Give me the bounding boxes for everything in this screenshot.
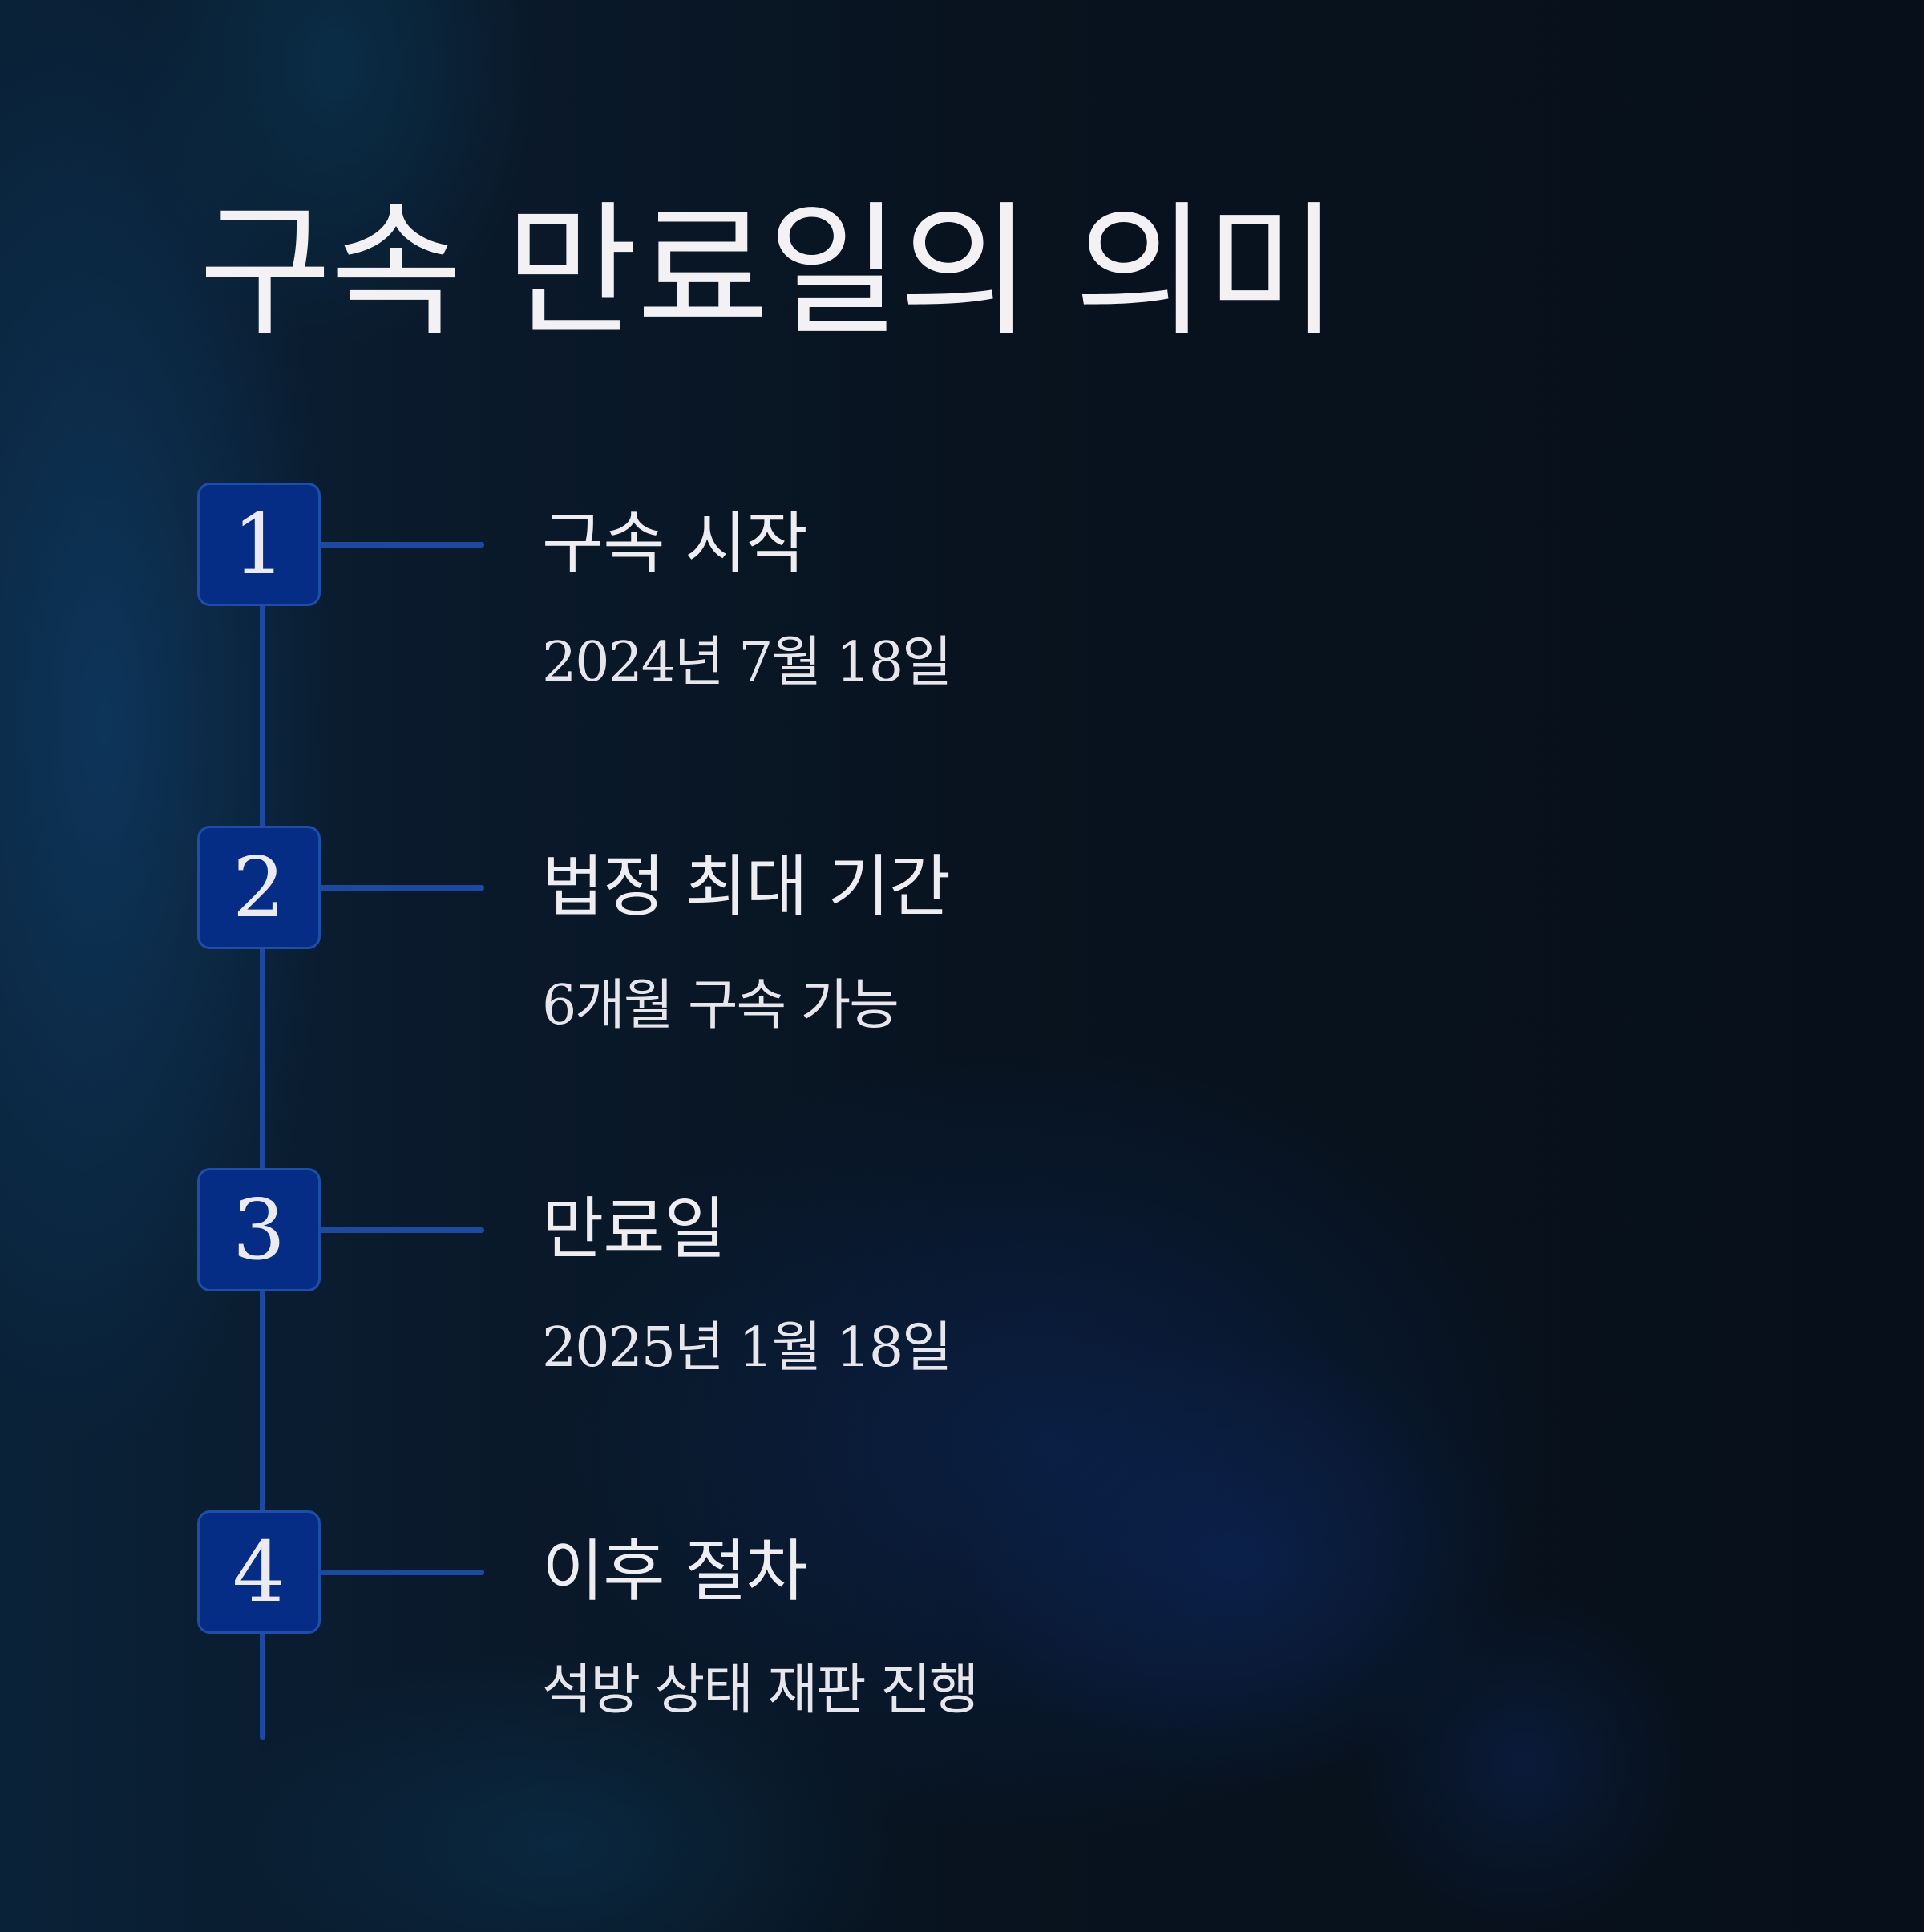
step-connector [319, 542, 484, 548]
step-heading: 법정 최대 기간 [542, 847, 951, 926]
step-number-badge: 3 [197, 1168, 321, 1291]
timeline-step-3: 3 만료일 2025년 1월 18일 [0, 1168, 1924, 1409]
step-number: 2 [232, 839, 286, 936]
timeline-line [260, 545, 265, 1740]
step-number-badge: 2 [197, 826, 321, 949]
step-detail: 2025년 1월 18일 [542, 1316, 952, 1380]
step-detail: 2024년 7월 18일 [542, 631, 952, 694]
step-connector [319, 1570, 484, 1575]
step-heading: 이후 절차 [542, 1532, 808, 1611]
step-connector [319, 885, 484, 891]
timeline-step-2: 2 법정 최대 기간 6개월 구속 가능 [0, 826, 1924, 1066]
timeline-step-1: 1 구속 시작 2024년 7월 18일 [0, 483, 1924, 723]
step-heading: 구속 시작 [542, 504, 808, 583]
step-number: 1 [232, 495, 286, 593]
step-connector [319, 1227, 484, 1233]
timeline-step-4: 4 이후 절차 석방 상태 재판 진행 [0, 1510, 1924, 1751]
page-title: 구속 만료일의 의미 [199, 188, 1338, 356]
step-detail: 6개월 구속 가능 [542, 974, 899, 1037]
step-number-badge: 1 [197, 483, 321, 606]
step-number-badge: 4 [197, 1510, 321, 1634]
step-heading: 만료일 [542, 1190, 726, 1268]
step-number: 3 [232, 1181, 286, 1279]
step-number: 4 [232, 1523, 286, 1621]
step-detail: 석방 상태 재판 진행 [542, 1659, 979, 1722]
